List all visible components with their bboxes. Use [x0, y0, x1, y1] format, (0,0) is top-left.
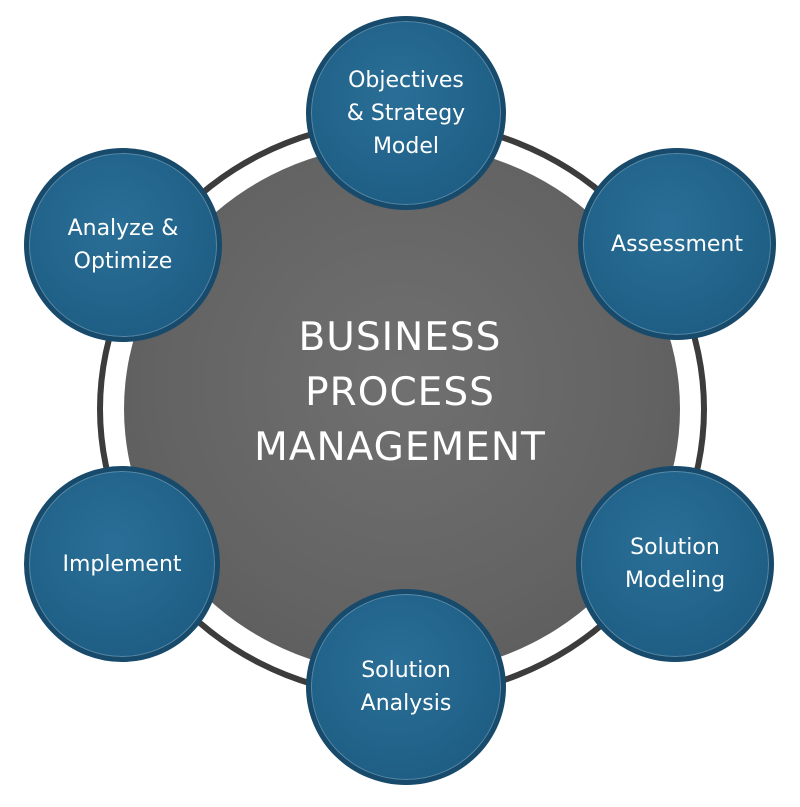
node-assessment: Assessment	[578, 148, 776, 340]
center-title: BUSINESS PROCESS MANAGEMENT	[200, 310, 600, 475]
center-title-line: MANAGEMENT	[254, 425, 546, 470]
node-implement: Implement	[24, 466, 220, 662]
center-title-line: BUSINESS	[298, 315, 502, 360]
node-label: Objectives & Strategy Model	[346, 67, 466, 159]
node-label: Solution Analysis	[360, 658, 452, 716]
node-label: Analyze & Optimize	[67, 216, 179, 274]
node-solution-modeling: Solution Modeling	[576, 466, 774, 662]
node-solution-analysis: Solution Analysis	[306, 589, 506, 785]
center-title-line: PROCESS	[305, 370, 495, 415]
node-label: Assessment	[611, 231, 743, 257]
node-objectives-strategy-model: Objectives & Strategy Model	[306, 16, 506, 210]
node-label: Solution Modeling	[624, 535, 726, 593]
node-analyze-optimize: Analyze & Optimize	[24, 148, 222, 342]
node-label: Implement	[62, 551, 182, 577]
